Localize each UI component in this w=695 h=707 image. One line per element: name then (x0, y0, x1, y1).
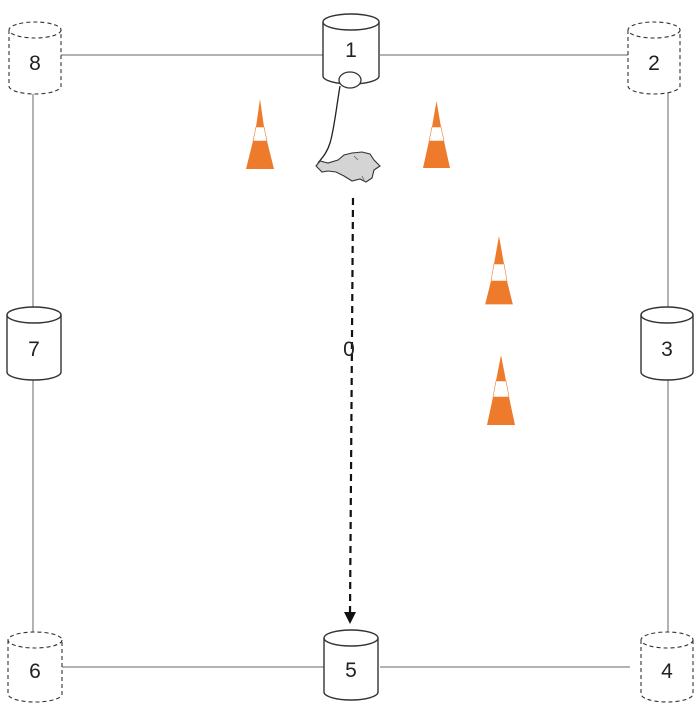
cylinder-4[interactable]: 4 (640, 631, 694, 703)
cylinder-label: 5 (345, 659, 357, 682)
cylinder-8[interactable]: 8 (8, 21, 62, 95)
leash-icon (317, 71, 362, 164)
traffic-cone-icon (246, 99, 274, 169)
cylinder-6[interactable]: 6 (7, 631, 63, 703)
cylinder-label: 2 (648, 52, 660, 75)
dog-icon (315, 151, 381, 183)
cylinder-label: 1 (345, 39, 357, 62)
cylinder-7[interactable]: 7 (6, 306, 62, 381)
traffic-cone-icon (423, 101, 450, 168)
cylinder-label: 6 (29, 660, 41, 683)
traffic-cone-icon (487, 355, 515, 425)
cylinder-2[interactable]: 2 (627, 21, 681, 95)
leash-handle (338, 71, 362, 89)
cylinder-label: 3 (661, 338, 673, 361)
traffic-cone-icon (485, 236, 513, 306)
course-outline (32, 54, 669, 668)
leash-line (317, 85, 341, 164)
path-arrow (344, 197, 356, 624)
center-label: 0 (343, 338, 355, 361)
cylinder-label: 8 (29, 52, 41, 75)
cylinder-5[interactable]: 5 (323, 629, 379, 701)
cylinder-label: 4 (661, 660, 673, 683)
cylinder-3[interactable]: 3 (640, 306, 694, 381)
cylinder-label: 7 (28, 338, 40, 361)
